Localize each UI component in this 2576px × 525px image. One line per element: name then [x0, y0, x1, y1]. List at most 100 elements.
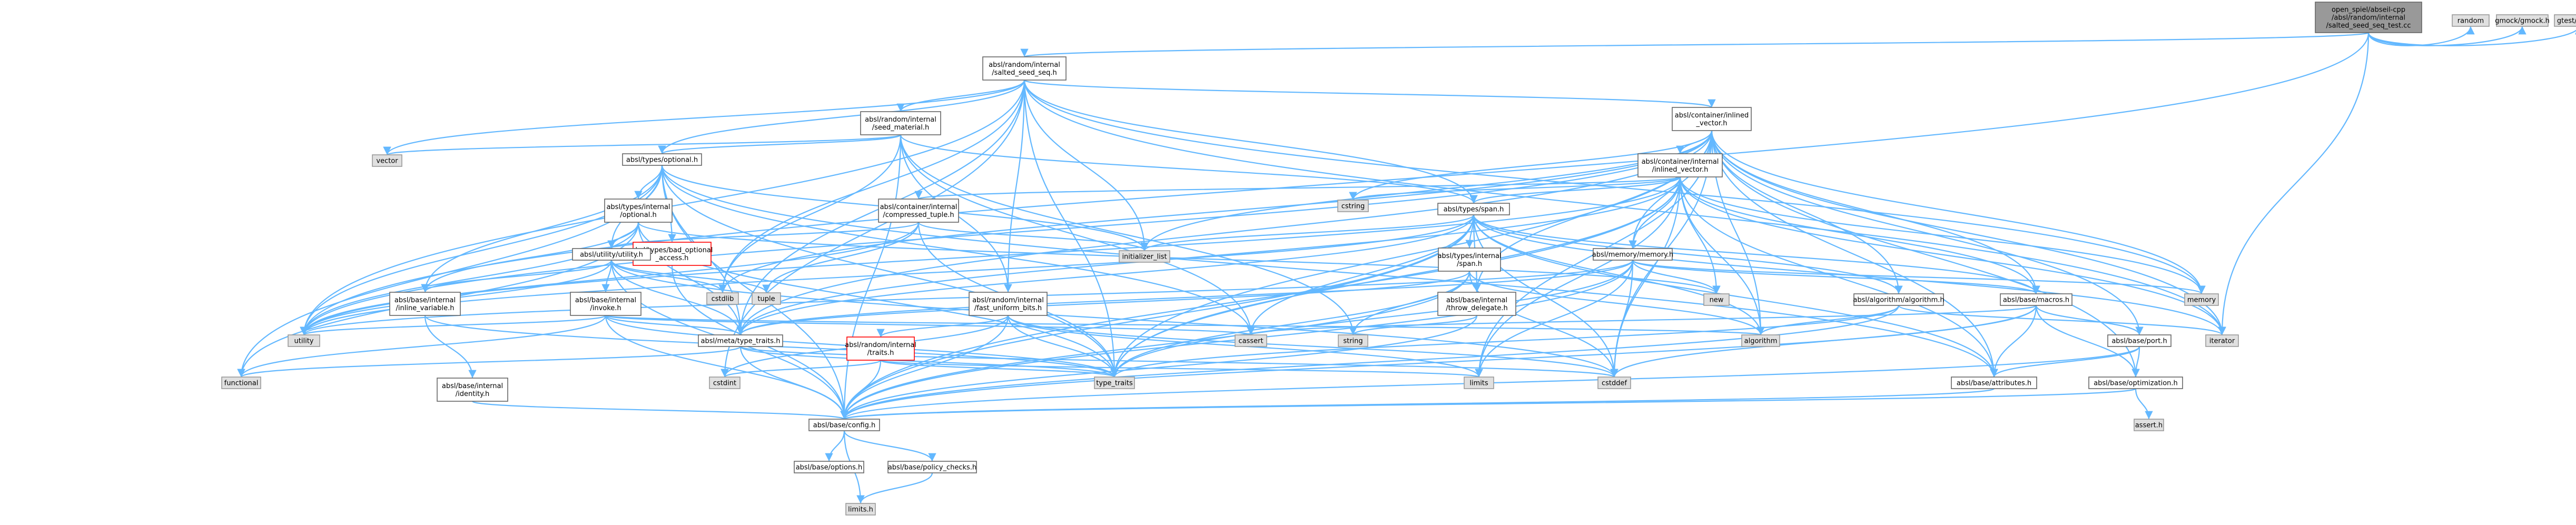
- node-box-algoh[interactable]: [1853, 293, 1944, 306]
- node-tuple[interactable]: tuple: [752, 292, 781, 305]
- node-box-new[interactable]: [1703, 293, 1730, 306]
- node-new[interactable]: new: [1703, 293, 1730, 306]
- node-box-iterator[interactable]: [2205, 334, 2239, 347]
- node-box-cstdlib[interactable]: [706, 292, 739, 305]
- node-gmock[interactable]: gmock/gmock.h: [2495, 14, 2550, 27]
- node-box-identity[interactable]: [437, 378, 508, 402]
- node-box-algorithm[interactable]: [1741, 334, 1780, 347]
- node-box-cstdint[interactable]: [709, 377, 741, 389]
- node-inlvar[interactable]: absl/base/internal/inline_variable.h: [389, 292, 461, 316]
- node-optim[interactable]: absl/base/optimization.h: [2088, 377, 2183, 389]
- node-optint[interactable]: absl/types/internal/optional.h: [604, 199, 673, 223]
- node-fastuni[interactable]: absl/random/internal/fast_uniform_bits.h: [969, 292, 1048, 316]
- node-box-utilh[interactable]: [572, 248, 651, 261]
- node-box-initlist[interactable]: [1119, 250, 1170, 263]
- node-box-spanint[interactable]: [1438, 247, 1501, 272]
- node-utilh[interactable]: absl/utility/utility.h: [572, 248, 651, 261]
- node-box-config[interactable]: [808, 419, 880, 431]
- node-box-macros[interactable]: [2000, 293, 2072, 306]
- node-box-invoke[interactable]: [570, 292, 641, 316]
- node-throwdel[interactable]: absl/base/internal/throw_delegate.h: [1437, 292, 1516, 316]
- node-box-attrs[interactable]: [1951, 377, 2037, 389]
- node-box-cstring[interactable]: [1337, 200, 1369, 212]
- node-random[interactable]: random: [2452, 14, 2490, 27]
- node-box-options[interactable]: [794, 461, 864, 473]
- node-box-gtest[interactable]: [2554, 14, 2576, 27]
- node-box-limitsh[interactable]: [845, 503, 876, 516]
- node-functional[interactable]: functional: [221, 377, 261, 389]
- node-iterator[interactable]: iterator: [2205, 334, 2239, 347]
- node-box-utility[interactable]: [288, 334, 320, 347]
- node-initlist[interactable]: initializer_list: [1119, 250, 1170, 263]
- node-macros[interactable]: absl/base/macros.h: [2000, 293, 2072, 306]
- node-cstring[interactable]: cstring: [1337, 200, 1369, 212]
- node-box-random[interactable]: [2452, 14, 2490, 27]
- node-string[interactable]: string: [1338, 334, 1368, 347]
- node-box-port[interactable]: [2107, 334, 2172, 347]
- node-memory[interactable]: memory: [2184, 293, 2219, 306]
- node-span[interactable]: absl/types/span.h: [1437, 203, 1510, 215]
- node-spanint[interactable]: absl/types/internal/span.h: [1437, 247, 1502, 272]
- node-box-inlvecint[interactable]: [1637, 153, 1723, 177]
- node-box-tuple[interactable]: [752, 292, 781, 305]
- node-root[interactable]: open_spiel/abseil-cpp/absl/random/intern…: [2315, 2, 2422, 33]
- node-box-inlvar[interactable]: [389, 292, 461, 316]
- node-box-string[interactable]: [1338, 334, 1368, 347]
- node-box-inlvec[interactable]: [1672, 107, 1752, 131]
- node-algoh[interactable]: absl/algorithm/algorithm.h: [1853, 293, 1945, 306]
- node-label: absl/random/internal: [865, 116, 936, 124]
- node-box-comptuple[interactable]: [878, 199, 959, 223]
- node-config[interactable]: absl/base/config.h: [808, 419, 880, 431]
- node-seedmat[interactable]: absl/random/internal/seed_material.h: [860, 111, 941, 135]
- node-box-cassert[interactable]: [1235, 334, 1267, 347]
- node-limitsh[interactable]: limits.h: [845, 503, 876, 516]
- node-box-span[interactable]: [1437, 203, 1510, 215]
- node-port[interactable]: absl/base/port.h: [2107, 334, 2172, 347]
- node-vector[interactable]: vector: [372, 154, 402, 167]
- node-algorithm[interactable]: algorithm: [1741, 334, 1780, 347]
- node-limits[interactable]: limits: [1464, 377, 1494, 389]
- node-salted[interactable]: absl/random/internal/salted_seed_seq.h: [982, 56, 1067, 81]
- node-inlvec[interactable]: absl/container/inlined_vector.h: [1672, 107, 1752, 131]
- node-typetraits[interactable]: type_traits: [1094, 377, 1135, 389]
- node-box-root[interactable]: [2315, 2, 2422, 33]
- node-cassert[interactable]: cassert: [1235, 334, 1267, 347]
- node-box-optim[interactable]: [2088, 377, 2183, 389]
- node-gtest[interactable]: gtest/gtest.h: [2554, 14, 2576, 27]
- node-cstdlib[interactable]: cstdlib: [706, 292, 739, 305]
- node-box-policy[interactable]: [887, 461, 977, 473]
- node-inlvecint[interactable]: absl/container/internal/inlined_vector.h: [1637, 153, 1723, 177]
- node-memoryh[interactable]: absl/memory/memory.h: [1592, 248, 1674, 261]
- node-policy[interactable]: absl/base/policy_checks.h: [887, 461, 977, 473]
- node-invoke[interactable]: absl/base/internal/invoke.h: [570, 292, 641, 316]
- node-rtraits[interactable]: absl/random/internal/traits.h: [845, 336, 916, 361]
- node-comptuple[interactable]: absl/container/internal/compressed_tuple…: [878, 199, 959, 223]
- node-box-cstddef[interactable]: [1597, 377, 1631, 389]
- node-box-memoryh[interactable]: [1593, 248, 1673, 261]
- node-box-asserth[interactable]: [2134, 419, 2164, 431]
- node-identity[interactable]: absl/base/internal/identity.h: [437, 378, 508, 402]
- node-box-memory[interactable]: [2184, 293, 2219, 306]
- node-box-limits[interactable]: [1464, 377, 1494, 389]
- node-utility[interactable]: utility: [288, 334, 320, 347]
- node-box-seedmat[interactable]: [860, 111, 941, 135]
- node-box-optional[interactable]: [622, 153, 702, 166]
- node-box-fastuni[interactable]: [969, 292, 1048, 316]
- node-cstdint[interactable]: cstdint: [709, 377, 741, 389]
- node-label: absl/base/optimization.h: [2094, 380, 2178, 388]
- node-optional[interactable]: absl/types/optional.h: [622, 153, 702, 166]
- node-box-vector[interactable]: [372, 154, 402, 167]
- node-box-optint[interactable]: [604, 199, 673, 223]
- node-box-functional[interactable]: [221, 377, 261, 389]
- node-box-typetraits[interactable]: [1094, 377, 1135, 389]
- node-metatt[interactable]: absl/meta/type_traits.h: [698, 334, 783, 347]
- node-box-salted[interactable]: [982, 56, 1067, 81]
- node-box-gmock[interactable]: [2496, 14, 2549, 27]
- node-box-throwdel[interactable]: [1437, 292, 1516, 316]
- node-asserth[interactable]: assert.h: [2134, 419, 2164, 431]
- node-box-metatt[interactable]: [698, 334, 783, 347]
- node-attrs[interactable]: absl/base/attributes.h: [1951, 377, 2037, 389]
- node-options[interactable]: absl/base/options.h: [794, 461, 864, 473]
- node-cstddef[interactable]: cstddef: [1597, 377, 1631, 389]
- node-box-rtraits[interactable]: [846, 336, 915, 361]
